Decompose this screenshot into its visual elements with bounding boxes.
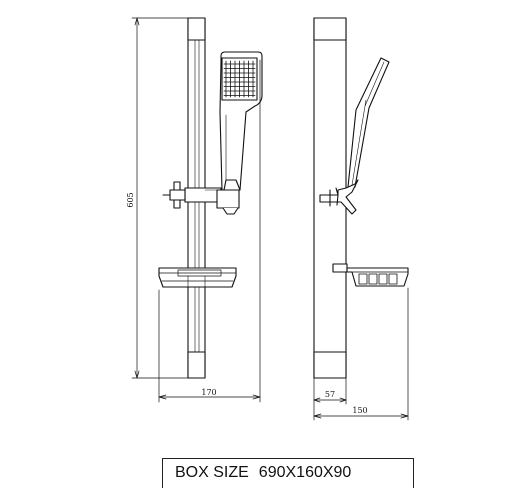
side-hand-shower: [347, 57, 390, 188]
side-slider-holder: [319, 179, 359, 215]
shower-spray-grid-icon: [223, 60, 256, 98]
box-size-value: 690X160X90: [258, 464, 352, 481]
front-hand-shower: [219, 51, 263, 191]
dim-side-depth-label: 150: [352, 406, 367, 415]
front-view: [158, 17, 263, 379]
dim-side-offset-label: 57: [325, 390, 335, 399]
box-size-label: BOX SIZE: [175, 464, 249, 481]
soap-dish-slots-icon: [358, 273, 398, 285]
front-soap-dish: [158, 267, 237, 288]
dim-height-label: 605: [126, 192, 135, 207]
front-dimensions: [131, 17, 261, 403]
side-dimensions: [313, 287, 409, 421]
dim-front-width-label: 170: [201, 388, 216, 397]
front-slider-holder: [162, 181, 240, 215]
side-soap-dish: [332, 263, 409, 287]
side-view: [313, 17, 409, 379]
box-size-box: BOX SIZE 690X160X90: [162, 458, 414, 488]
